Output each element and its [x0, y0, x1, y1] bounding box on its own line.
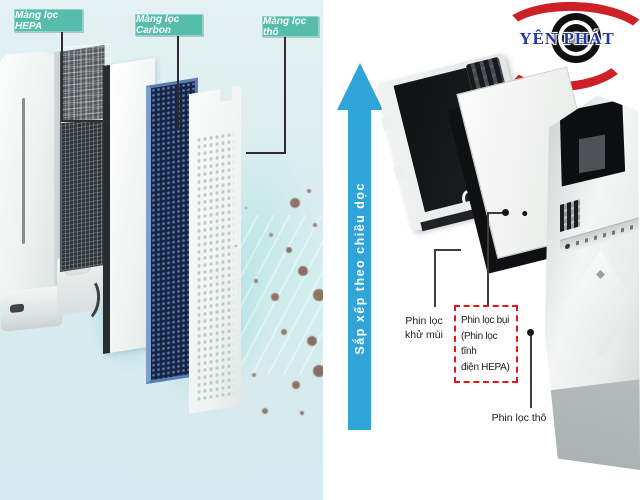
perforation-dots	[196, 131, 234, 401]
air-purifier-body	[0, 50, 56, 306]
callout-line	[61, 120, 109, 122]
label-hepa-filter: Màng lọc HEPA	[14, 9, 83, 32]
label-coarse-filter-right: Phin lọc thô	[483, 411, 555, 425]
purifier-tower-unit	[544, 95, 640, 470]
power-indicator	[565, 243, 570, 250]
label-deodorizing-filter: Phin lọc khử mùi	[395, 314, 453, 342]
label-line: điện HEPA)	[461, 361, 510, 373]
air-purifier-display-slit	[22, 97, 25, 245]
arrow-caption: Sắp xếp theo chiều dọc	[352, 181, 367, 355]
callout-line	[434, 249, 461, 251]
callout-anchor-dot	[521, 210, 528, 218]
right-panel-diagram: Sắp xếp theo chiều dọc YÊN PHÁT	[323, 0, 640, 500]
cavity-inner-slot	[578, 135, 605, 174]
label-line: Phin lọc thô	[491, 412, 547, 424]
coarse-filter-panel	[189, 86, 241, 414]
label-line: khử mùi	[405, 329, 443, 342]
front-facet-highlight	[565, 250, 637, 358]
callout-line	[434, 249, 436, 307]
brand-diamond-icon	[596, 270, 605, 279]
logo-wordmark: YÊN PHÁT	[519, 29, 615, 48]
base-vent-slot	[10, 303, 24, 314]
callout-line	[284, 35, 286, 154]
label-dust-filter-highlighted: Phin lọc bụi (Phin lọc tĩnh điện HEPA)	[454, 305, 518, 383]
left-panel-photo: Màng lọc HEPA Màng lọc Carbon Màng lọc t…	[0, 0, 323, 500]
callout-line	[487, 212, 489, 307]
logo-eye-iris	[562, 24, 590, 52]
tower-bottom-bevel	[547, 379, 640, 470]
callout-dot	[502, 209, 509, 216]
label-carbon-filter: Màng lọc Carbon	[135, 14, 203, 36]
callout-line	[530, 334, 532, 408]
vertical-arrow: Sắp xếp theo chiều dọc	[348, 106, 371, 430]
control-markings	[576, 224, 634, 246]
callout-line	[487, 212, 506, 214]
label-line: (Phin lọc tĩnh	[461, 330, 498, 358]
up-arrow-icon	[337, 63, 383, 110]
label-text: Màng lọc Carbon	[136, 14, 180, 36]
callout-dot	[527, 329, 534, 336]
label-coarse-filter: Màng lọc thô	[262, 15, 319, 38]
callout-line	[61, 30, 63, 122]
label-text: Màng lọc HEPA	[15, 9, 59, 32]
tray-tab	[392, 164, 407, 181]
dust-particles	[0, 0, 6, 6]
logo-eye-ring	[558, 20, 594, 56]
airflow-streaks	[225, 215, 323, 375]
air-purifier-base	[1, 285, 63, 332]
label-line: Phin lọc	[405, 315, 443, 327]
yen-phat-logo: YÊN PHÁT	[494, 0, 640, 96]
logo-eye-pupil	[569, 31, 583, 45]
label-text: Màng lọc thô	[263, 15, 307, 38]
callout-line	[246, 152, 286, 154]
callout-line	[177, 34, 179, 129]
side-vent-grille	[560, 199, 580, 232]
tray-tab	[380, 115, 394, 132]
label-line: Phin lọc bụi	[461, 315, 510, 326]
logo-eye-icon	[551, 13, 601, 63]
